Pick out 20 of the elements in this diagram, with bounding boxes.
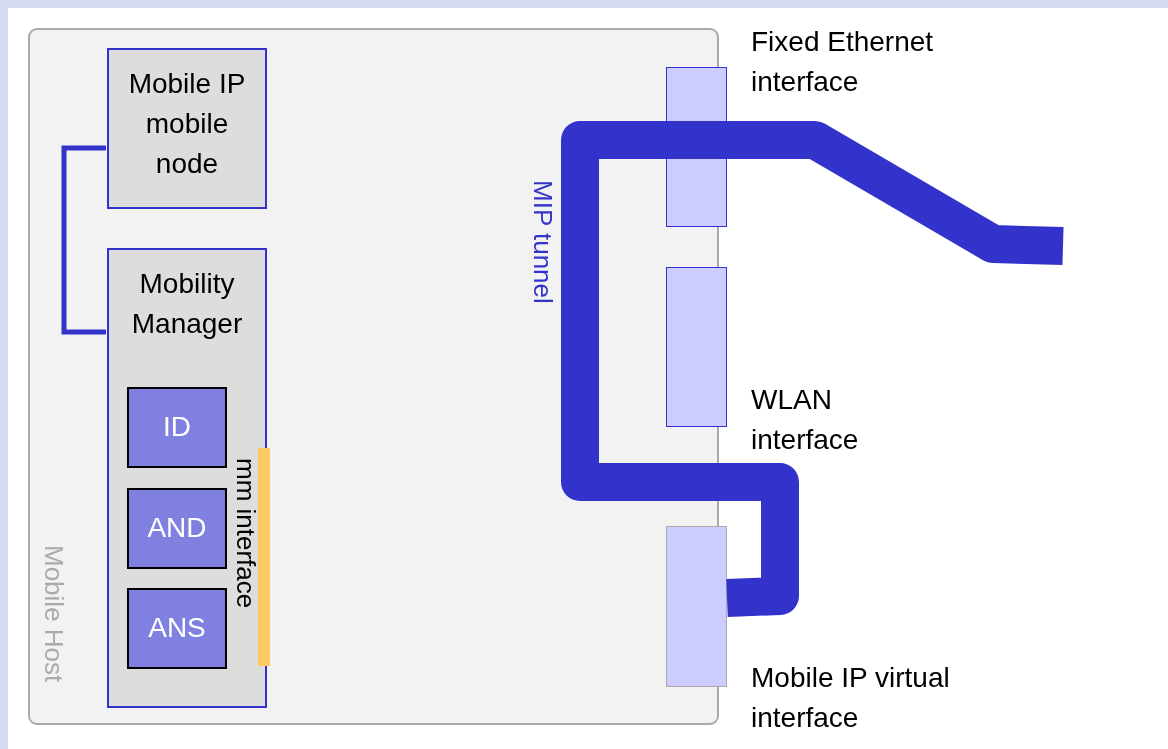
component-label: Mobile IP mobile node	[127, 67, 247, 181]
interface-box	[666, 526, 727, 687]
container-label: Mobile Host	[41, 545, 67, 683]
module-label: ANS	[147, 611, 207, 645]
module-label: ID	[162, 410, 192, 444]
tunnel-line	[561, 121, 1064, 617]
component-label: Mobility Manager	[130, 267, 244, 341]
connector-line	[61, 145, 106, 335]
module-label: AND	[146, 511, 208, 545]
module-box	[127, 588, 227, 669]
interface-box	[666, 267, 727, 427]
component-box	[107, 248, 267, 708]
interface-label: WLAN interface	[751, 383, 860, 457]
component-box	[107, 48, 267, 209]
interface-label: Fixed Ethernet interface	[751, 25, 935, 99]
edge-label: MIP tunnel	[530, 180, 556, 304]
module-box	[127, 387, 227, 468]
module-box	[127, 488, 227, 569]
interface-label: Mobile IP virtual interface	[751, 661, 951, 735]
interface-label: mm interface	[233, 458, 259, 609]
